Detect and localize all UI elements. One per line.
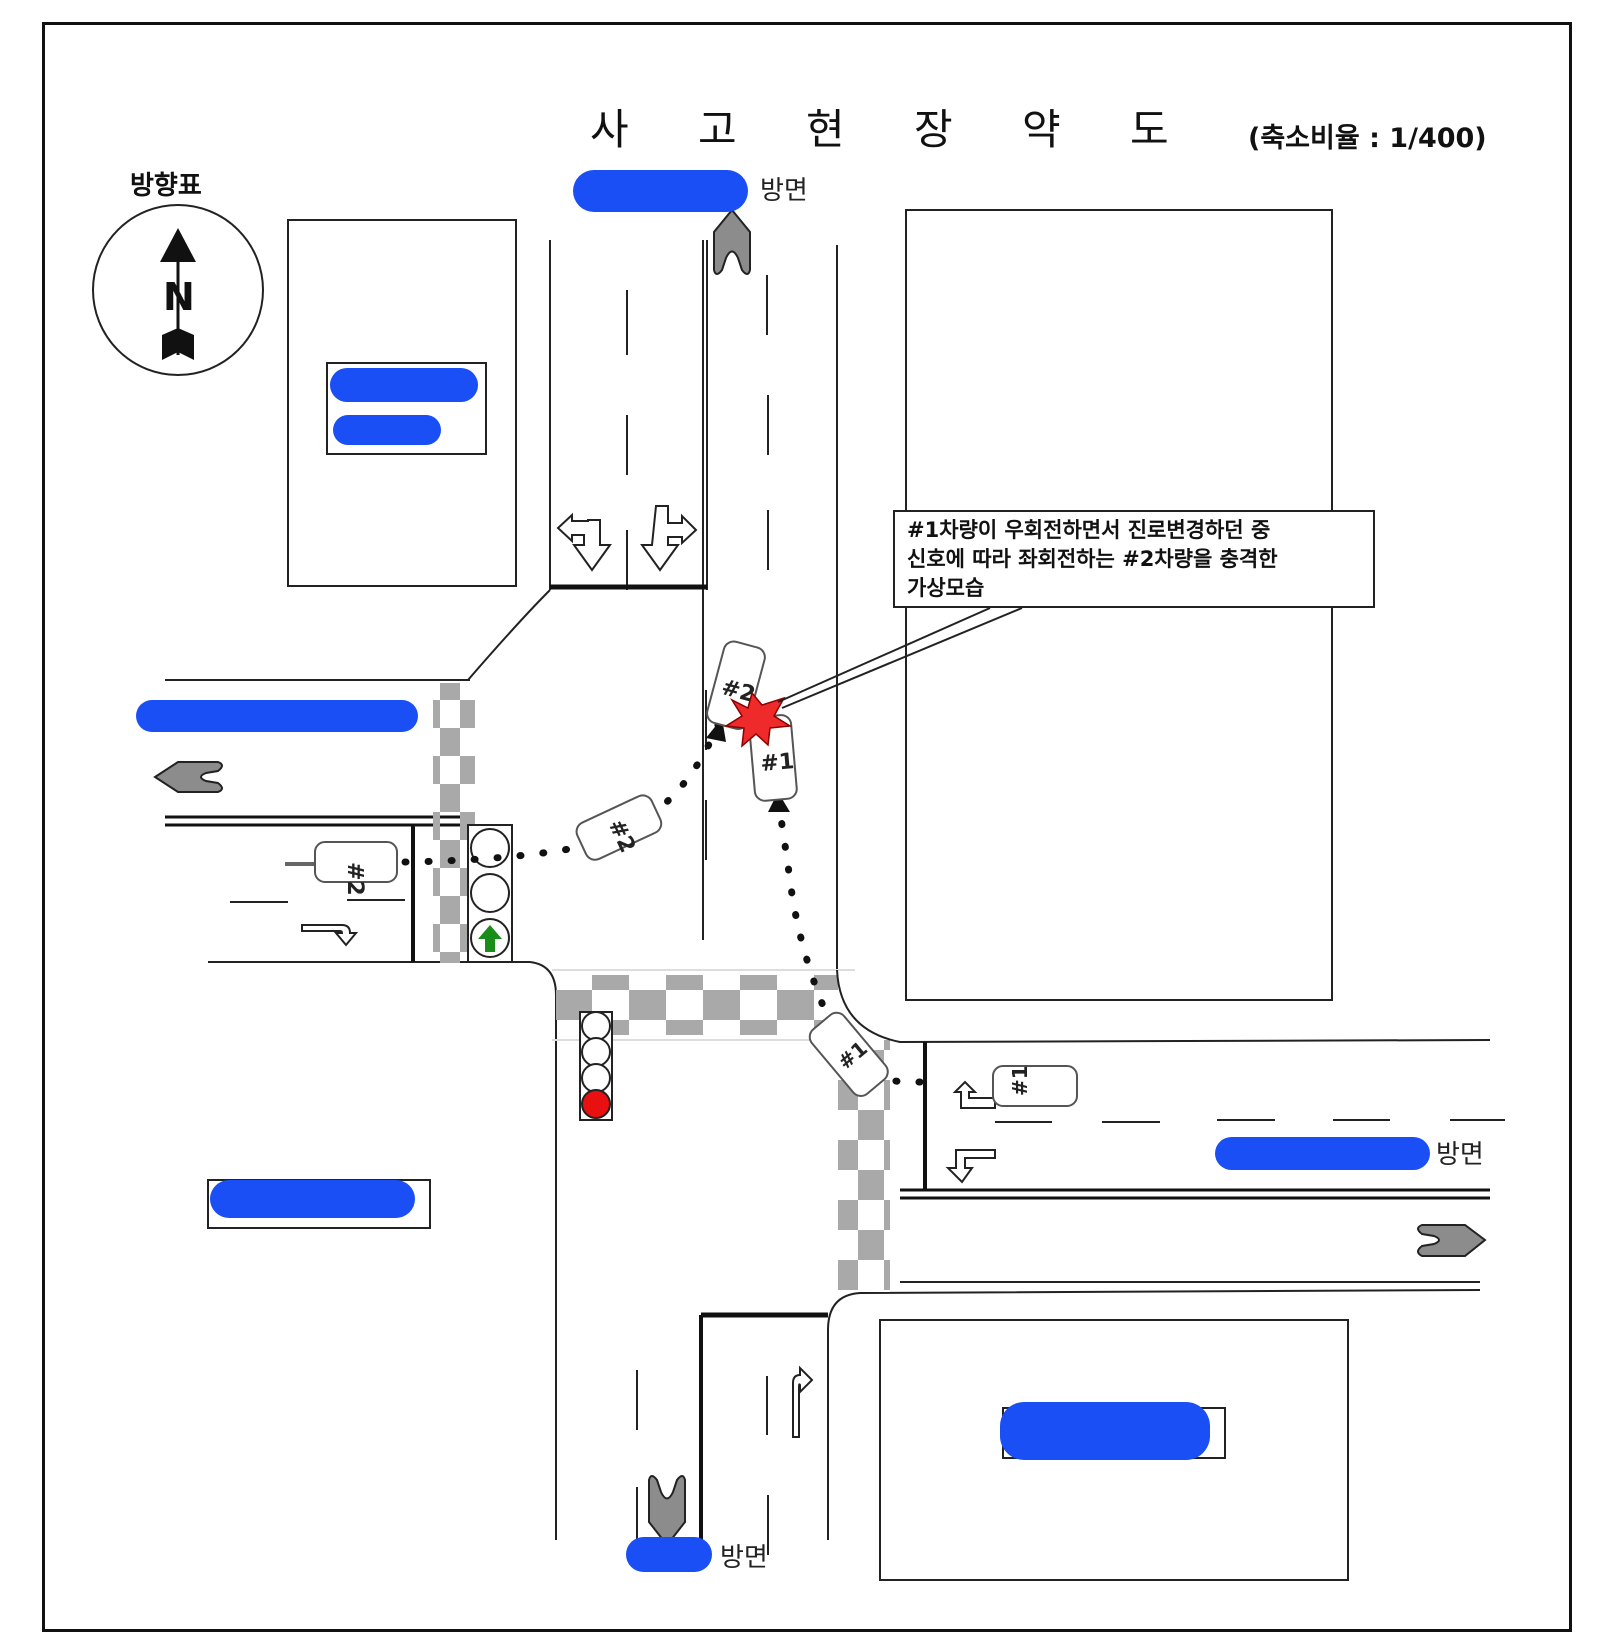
redacted-label-nw-2 <box>333 415 441 445</box>
vehicle-2-mid: #2 <box>575 794 663 861</box>
direction-arrow-east-icon <box>1417 1224 1487 1257</box>
arrowhead-icon <box>768 792 790 812</box>
traffic-signal-west <box>467 824 513 963</box>
vehicle-1-mid: #1 <box>808 1011 889 1097</box>
callout-pointer <box>781 607 1023 709</box>
green-arrow-icon <box>478 925 502 952</box>
redacted-label-nw-1 <box>330 368 478 402</box>
lane-arrow-right-straight-icon <box>640 505 698 572</box>
compass: N <box>92 204 264 376</box>
redacted-label-west <box>136 700 418 732</box>
lane-arrow-left-turn-icon <box>945 1149 996 1184</box>
lane-arrow-uturn-icon <box>952 1080 996 1109</box>
direction-label-east: 방면 <box>1436 1140 1484 1170</box>
lane-arrow-right-turn-icon <box>301 924 359 947</box>
collision-burst-icon <box>723 691 793 748</box>
redacted-label-north <box>573 170 748 212</box>
traffic-signal-south <box>579 1011 613 1121</box>
note-line-2: 신호에 따라 좌회전하는 #2차량을 충격한 <box>907 547 1278 571</box>
svg-text:#1: #1 <box>759 749 795 777</box>
note-line-1: #1차량이 우회전하면서 진로변경하던 중 <box>907 518 1271 542</box>
svg-text:#2: #2 <box>342 862 367 896</box>
vehicle-2-start: #2 <box>285 841 398 896</box>
redacted-label-se <box>1000 1402 1210 1460</box>
accident-description-note: #1차량이 우회전하면서 진로변경하던 중 신호에 따라 좌회전하는 #2차량을… <box>893 510 1375 608</box>
direction-label-north: 방면 <box>760 176 808 206</box>
scale-ratio: (축소비율 : 1/400) <box>1248 123 1487 154</box>
redacted-label-south <box>626 1537 712 1572</box>
direction-arrow-south-icon <box>648 1475 686 1547</box>
north-arrow-icon <box>160 228 196 262</box>
direction-arrow-west-icon <box>153 761 223 793</box>
compass-label: 방향표 <box>130 171 202 201</box>
vehicle-1-start: #1 <box>992 1065 1078 1107</box>
redacted-label-east <box>1215 1137 1430 1170</box>
svg-text:N: N <box>163 275 195 319</box>
note-line-3: 가상모습 <box>907 576 985 600</box>
direction-label-south: 방면 <box>720 1543 768 1573</box>
diagram-title: 사 고 현 장 약 도 <box>590 105 1197 154</box>
direction-arrow-north-icon <box>713 208 751 275</box>
red-light-icon <box>581 1089 611 1119</box>
building-se <box>879 1319 1349 1581</box>
building-nw <box>287 219 517 587</box>
lane-arrow-right-turn-south-icon <box>792 1365 814 1438</box>
trajectory-vehicle-1 <box>774 796 924 1086</box>
redacted-label-sw <box>210 1180 415 1218</box>
lane-arrow-left-straight-icon <box>556 512 612 572</box>
svg-text:#1: #1 <box>1008 1065 1032 1096</box>
